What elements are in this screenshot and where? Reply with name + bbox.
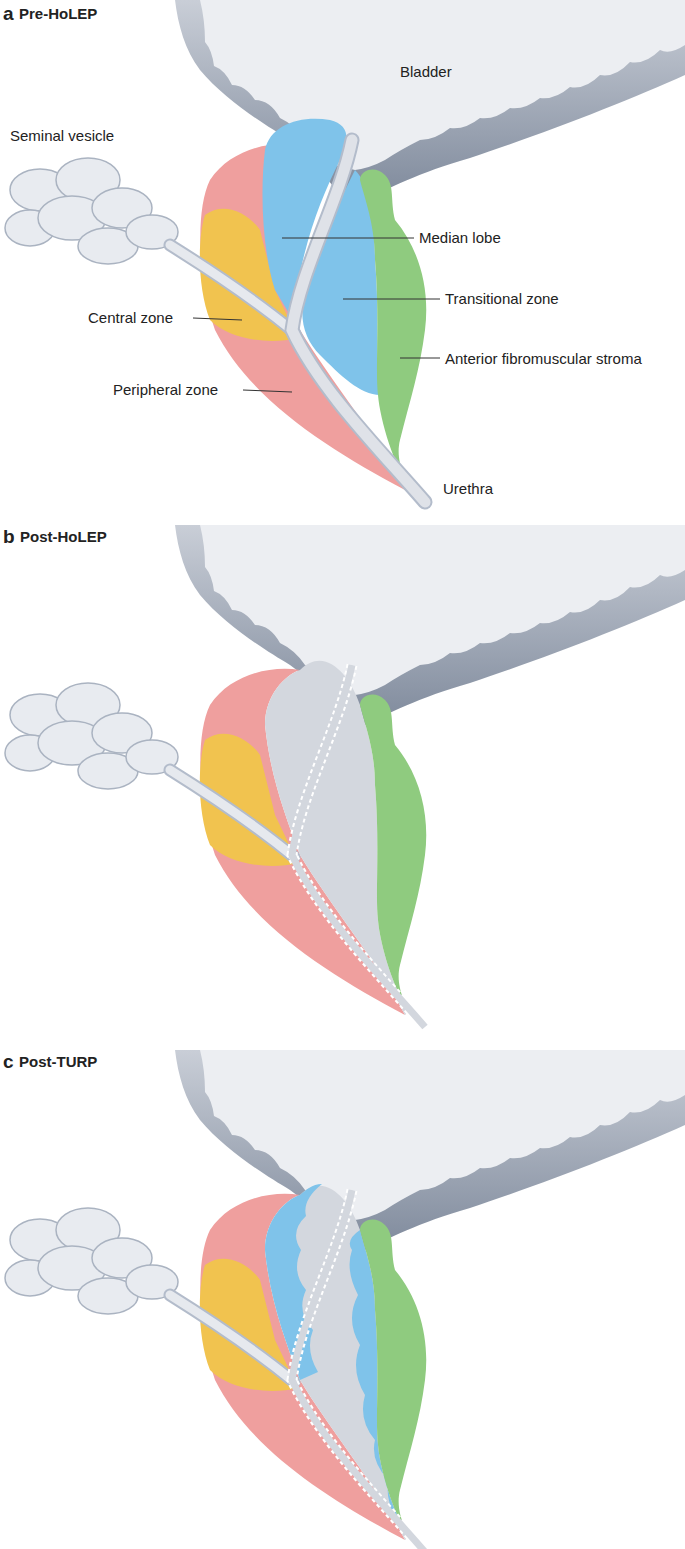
panel-title: Pre-HoLEP xyxy=(19,5,97,23)
part-label: Seminal vesicle xyxy=(10,127,114,145)
panel-a xyxy=(5,0,685,502)
part-label: Anterior fibromuscular stroma xyxy=(445,350,642,368)
panel-c xyxy=(5,1050,685,1549)
panel-title: Post-TURP xyxy=(19,1053,97,1071)
part-label: Central zone xyxy=(88,309,173,327)
part-label: Bladder xyxy=(400,63,452,81)
part-label: Urethra xyxy=(443,480,493,498)
panel-letter: c xyxy=(3,1053,14,1071)
part-label: Peripheral zone xyxy=(113,381,218,399)
part-label: Transitional zone xyxy=(445,290,559,308)
part-label: Median lobe xyxy=(419,229,501,247)
panel-title: Post-HoLEP xyxy=(20,528,107,546)
panel-letter: a xyxy=(3,5,14,23)
panel-b xyxy=(5,525,685,1027)
panel-letter: b xyxy=(3,528,15,546)
